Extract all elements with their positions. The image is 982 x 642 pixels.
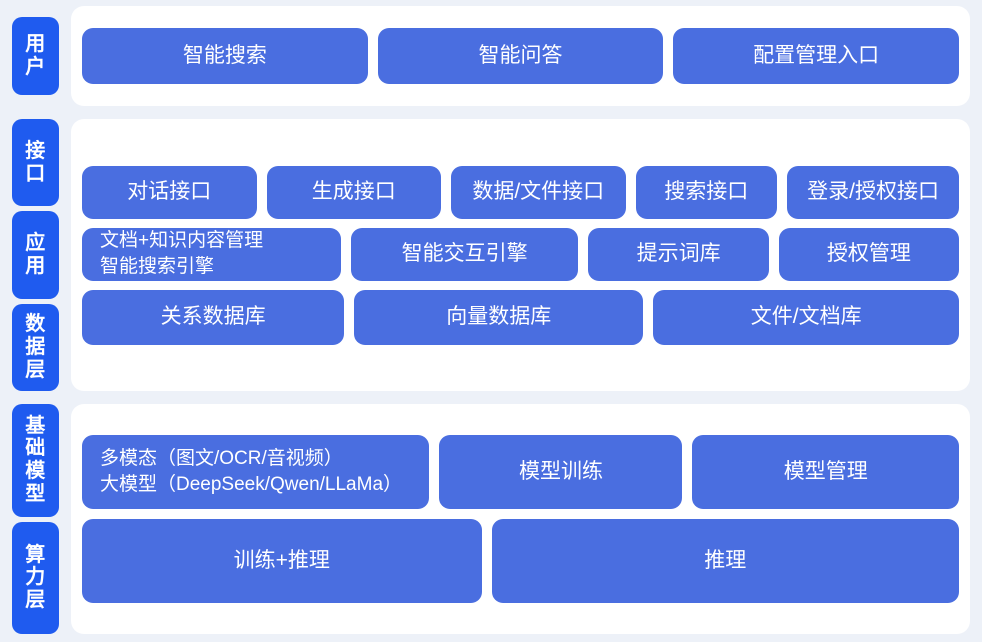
layer-tag-char: 础 xyxy=(25,437,46,460)
card-interface-3[interactable]: 搜索接口 xyxy=(635,165,778,219)
card-interface-0[interactable]: 对话接口 xyxy=(82,165,257,219)
card-application-2[interactable]: 提示词库 xyxy=(588,227,769,281)
layer-tag-char: 应 xyxy=(25,232,46,255)
layer-tag-middle-1[interactable]: 应用 xyxy=(12,211,59,299)
panel-middle: 对话接口生成接口数据/文件接口搜索接口登录/授权接口文档+知识内容管理 智能搜索… xyxy=(71,119,970,391)
layer-tag-char: 户 xyxy=(25,56,46,78)
card-user-entries-0[interactable]: 智能搜索 xyxy=(82,28,368,84)
row-data: 关系数据库向量数据库文件/文档库 xyxy=(82,289,959,345)
layer-tag-char: 接 xyxy=(25,139,46,162)
row-model: 多模态（图文/OCR/音视频） 大模型（DeepSeek/Qwen/LLaMa）… xyxy=(82,435,959,509)
band-infra: 基础模型算力层多模态（图文/OCR/音视频） 大模型（DeepSeek/Qwen… xyxy=(12,404,970,634)
card-user-entries-2[interactable]: 配置管理入口 xyxy=(673,28,960,84)
panel-user: 智能搜索智能问答配置管理入口 xyxy=(71,6,970,106)
layer-rail-user: 用户 xyxy=(12,6,59,106)
layer-tag-char: 算 xyxy=(25,543,46,566)
layer-tag-char: 基 xyxy=(25,414,46,437)
row-user-entries: 智能搜索智能问答配置管理入口 xyxy=(82,28,960,84)
card-compute-0[interactable]: 训练+推理 xyxy=(82,519,482,603)
card-data-0[interactable]: 关系数据库 xyxy=(82,289,345,345)
layer-tag-infra-1[interactable]: 算力层 xyxy=(12,521,59,634)
card-application-0[interactable]: 文档+知识内容管理 智能搜索引擎 xyxy=(82,227,341,281)
card-application-1[interactable]: 智能交互引擎 xyxy=(350,227,579,281)
layer-tag-char: 数 xyxy=(25,313,46,336)
layer-tag-char: 型 xyxy=(25,483,46,506)
row-interface: 对话接口生成接口数据/文件接口搜索接口登录/授权接口 xyxy=(82,165,959,219)
layer-rail-middle: 接口应用数据层 xyxy=(12,119,59,391)
card-interface-2[interactable]: 数据/文件接口 xyxy=(451,165,626,219)
card-user-entries-1[interactable]: 智能问答 xyxy=(377,28,664,84)
layer-tag-char: 用 xyxy=(25,254,46,277)
layer-tag-middle-0[interactable]: 接口 xyxy=(12,119,59,207)
row-compute: 训练+推理推理 xyxy=(82,519,959,603)
layer-tag-infra-0[interactable]: 基础模型 xyxy=(12,404,59,517)
card-application-3[interactable]: 授权管理 xyxy=(778,227,960,281)
layer-tag-char: 据 xyxy=(25,335,46,358)
layer-tag-char: 模 xyxy=(25,460,46,483)
card-data-1[interactable]: 向量数据库 xyxy=(354,289,644,345)
card-compute-1[interactable]: 推理 xyxy=(491,519,959,603)
card-model-2[interactable]: 模型管理 xyxy=(692,435,959,509)
layer-tag-char: 口 xyxy=(25,162,46,185)
layer-tag-char: 力 xyxy=(25,566,46,589)
card-interface-1[interactable]: 生成接口 xyxy=(266,165,441,219)
band-user: 用户智能搜索智能问答配置管理入口 xyxy=(12,6,970,106)
row-application: 文档+知识内容管理 智能搜索引擎智能交互引擎提示词库授权管理 xyxy=(82,227,960,281)
layer-tag-middle-2[interactable]: 数据层 xyxy=(12,303,59,391)
layer-rail-infra: 基础模型算力层 xyxy=(12,404,59,634)
layer-tag-char: 层 xyxy=(25,358,46,381)
layer-tag-char: 用 xyxy=(25,33,46,56)
panel-infra: 多模态（图文/OCR/音视频） 大模型（DeepSeek/Qwen/LLaMa）… xyxy=(71,404,970,634)
band-middle: 接口应用数据层对话接口生成接口数据/文件接口搜索接口登录/授权接口文档+知识内容… xyxy=(12,119,970,391)
layer-tag-char: 层 xyxy=(25,589,46,612)
card-model-0[interactable]: 多模态（图文/OCR/音视频） 大模型（DeepSeek/Qwen/LLaMa） xyxy=(82,435,430,509)
layer-tag-user-0[interactable]: 用户 xyxy=(12,17,59,95)
card-model-1[interactable]: 模型训练 xyxy=(439,435,683,509)
card-data-2[interactable]: 文件/文档库 xyxy=(653,289,959,345)
card-interface-4[interactable]: 登录/授权接口 xyxy=(787,165,959,219)
